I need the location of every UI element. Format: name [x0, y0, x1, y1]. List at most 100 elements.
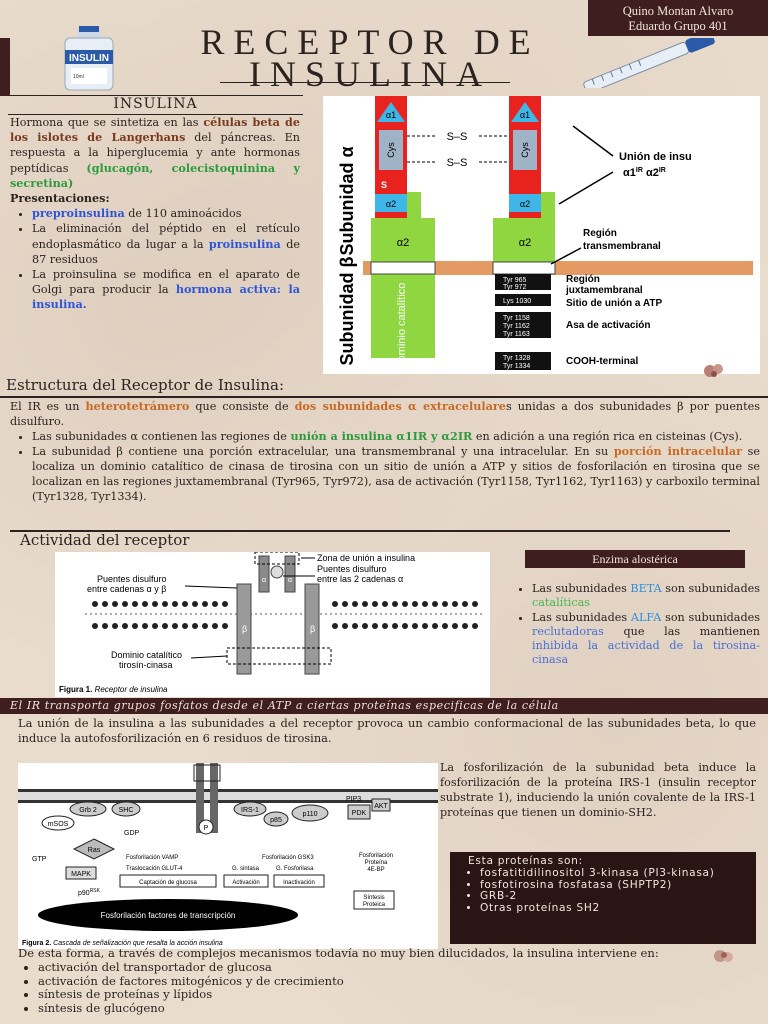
fosf-prot-1: Fosforilación [359, 853, 393, 859]
ss-bond-1: S–S [447, 131, 468, 143]
highlight-proinsulina: proinsulina [208, 236, 281, 251]
fig-zona: Zona de unión a insulina [317, 553, 415, 563]
p110-label: p110 [302, 811, 317, 818]
estructura-list: Las subunidades α contienen las regiones… [10, 429, 760, 504]
shc-label: SHC [119, 807, 134, 814]
highlight-hormona-activa: hormona activa: la insulina. [32, 282, 300, 312]
insulina-paragraph: Hormona que se sintetiza en las células … [10, 115, 300, 191]
gtp-label: GTP [32, 856, 47, 863]
fact-transcripcion: Fosforilación factores de transcripción [101, 911, 236, 920]
highlight-heterotetramero: heterotetrámero [85, 399, 190, 413]
beta-chain-left [371, 218, 435, 358]
irs1-label: IRS-1 [241, 807, 259, 814]
highlight-cataliticas: catalíticas [532, 596, 591, 610]
text-run: son subunidades [661, 582, 761, 595]
a1ir-left: α1 [386, 110, 396, 120]
union-paragraph: La unión de la insulina a las subunidade… [18, 716, 756, 745]
ras-label: Ras [88, 847, 101, 854]
svg-text:Tyr 1163: Tyr 1163 [503, 331, 530, 338]
label-region-jux-1: Región [566, 274, 600, 285]
a1ir-right: α1 [520, 110, 530, 120]
left-stripe [0, 38, 10, 96]
insulina-heading: INSULINA [113, 96, 198, 112]
signaling-cascade-diagram: Grb 2 SHC IRS-1 p85 p110 PIP3 PDK AKT P … [18, 763, 438, 949]
text-run: son subunidades [661, 610, 761, 624]
author-line-1: Quino Montan Alvaro [622, 4, 734, 18]
pip3-label: PIP3 [346, 796, 361, 803]
text-run: de 110 aminoácidos [124, 207, 242, 221]
highlight-beta: BETA [630, 582, 662, 595]
msos-label: mSOS [48, 821, 69, 828]
cys-right: Cys [520, 142, 530, 158]
vial-label: INSULIN [69, 53, 109, 64]
text-run: El IR es un [10, 400, 86, 413]
author-box: Quino Montan Alvaro Eduardo Grupo 401 [588, 0, 768, 36]
pdk-label: PDK [352, 810, 367, 817]
presentaciones-label: Presentaciones: [10, 191, 110, 206]
list-item: Las subunidades α contienen las regiones… [32, 429, 760, 444]
list-item: síntesis de glucógeno [38, 1001, 764, 1016]
activacion: Activación [232, 880, 259, 886]
list-item: activación del transportador de glucosa [38, 960, 764, 975]
text-run: que consiste de [189, 400, 295, 413]
list-item: activación de factores mitogénicos y de … [38, 974, 764, 989]
inactivacion: Inactivación [283, 880, 315, 886]
fig-puentes1-2: entre cadenas α y β [87, 584, 166, 594]
ss-bond-2: S–S [447, 157, 468, 169]
vial-sub: 10ml [73, 74, 84, 80]
title-line-1: RECEPTOR DE [200, 22, 540, 62]
g-fosforilasa: G. Fosforilasa [276, 866, 314, 872]
list-item: fosfatitidilinositol 3-kinasa (PI3-kinas… [480, 867, 748, 880]
gdp-label: GDP [124, 830, 140, 837]
a2ir-beta-left: α2 [397, 237, 409, 249]
proteinas-list: fosfatitidilinositol 3-kinasa (PI3-kinas… [458, 867, 748, 915]
proteinas-heading: Esta proteínas son: [468, 855, 583, 867]
highlight-porcion-intracelular: porción intracelular [613, 444, 743, 458]
title-rule [220, 82, 510, 83]
enzima-text: Las subunidades BETA son subunidades cat… [510, 582, 760, 668]
estructura-paragraph: El IR es un heterotetrámero que consiste… [10, 399, 760, 429]
final-text: De esta forma, a través de complejos mec… [18, 946, 764, 1016]
text-run: que las mantienen [603, 624, 760, 638]
membrane [363, 261, 753, 275]
list-item: preproinsulina de 110 aminoácidos [32, 206, 300, 221]
text-run: Las subunidades α contienen las regiones… [32, 430, 291, 443]
receptor-structure-diagram: Subunidad α Subunidad β α1 Cys α2 S α2 D… [323, 96, 760, 374]
fig1-caption: Figura 1. Receptor de insulina [59, 685, 168, 694]
p90-label: p90RSK [78, 888, 101, 897]
text-run: de 87 residuos [32, 237, 300, 266]
highlight-subunidades-alfa: dos subunidades α extracelulare [294, 399, 506, 413]
mapk-label: MAPK [71, 871, 91, 878]
cys-left: Cys [386, 142, 396, 158]
catalytic-domain-label: Dominio catalítico [396, 283, 408, 370]
estructura-text: El IR es un heterotetrámero que consiste… [10, 399, 760, 504]
label-region-tm-1: Región [583, 228, 617, 239]
highlight-inhibida: inhibida la actividad de la tirosina-cin… [532, 639, 760, 667]
tyr-1328: Tyr 1328 [503, 355, 530, 362]
fig-dom-1: Dominio catalítico [111, 650, 182, 660]
g-sintasa: G. sintasa [232, 866, 260, 872]
list-item: La eliminación del péptido en el retícul… [32, 221, 300, 267]
subunit-alpha-label: Subunidad α [337, 146, 357, 255]
trasl-glut: Traslocación GLUT-4 [126, 866, 183, 872]
insulin-pen-icon [570, 38, 715, 88]
page-title: RECEPTOR DE INSULINA [130, 22, 610, 92]
s-left: S [381, 180, 387, 190]
actividad-rule [10, 530, 730, 532]
list-item: fosfotirosina fosfatasa (SHPTP2) [480, 879, 748, 892]
proteinas-box: Esta proteínas son: fosfatitidilinositol… [450, 852, 756, 944]
beta-label-right: β [310, 624, 315, 634]
text-run: s unidas a dos subunidades β por puentes… [10, 400, 760, 428]
alpha-label-left: α [262, 577, 266, 584]
insulin-vial-icon: INSULIN 10ml [64, 26, 114, 91]
highlight-preproinsulina: preproinsulina [32, 206, 125, 221]
flower-decoration-icon [714, 950, 733, 962]
tyr-965: Tyr 965 [503, 277, 526, 284]
highlight-reclutadoras: reclutadoras [532, 624, 604, 638]
a2ir-beta-right: α2 [519, 237, 531, 249]
actividad-heading: Actividad del receptor [20, 531, 190, 549]
label-region-tm-2: transmembranal [583, 241, 661, 252]
receptor-membrane-diagram: β β α α Zona de unión a insulina Puentes… [55, 552, 490, 697]
insulina-text: Hormona que se sintetiza en las células … [10, 115, 300, 313]
final-intro: De esta forma, a través de complejos mec… [18, 946, 659, 960]
